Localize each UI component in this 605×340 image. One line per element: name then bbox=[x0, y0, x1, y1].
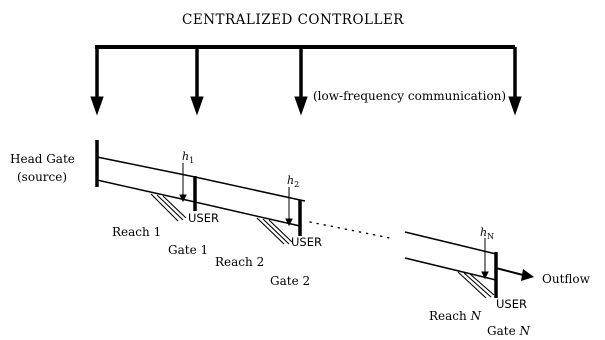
outflow-arrow-line bbox=[495, 267, 524, 276]
outflow-arrow-tip bbox=[521, 269, 534, 281]
offtake-n-b bbox=[463, 272, 492, 298]
offtake-n-c bbox=[469, 273, 495, 296]
reach-n-label: Reach N bbox=[429, 309, 482, 323]
controller-arrow-gate-n-tip bbox=[508, 96, 522, 116]
head-gate-source-label: (source) bbox=[17, 170, 67, 184]
offtake-1-c bbox=[162, 195, 187, 219]
controller-arrow-gate-2-tip bbox=[294, 96, 308, 116]
h1-label: h1 bbox=[182, 150, 194, 165]
communication-note: (low-frequency communication) bbox=[313, 89, 506, 103]
offtake-2-b bbox=[262, 218, 290, 245]
h1-arrow-tip bbox=[179, 194, 187, 203]
reach-n-lower-bank bbox=[404, 257, 497, 281]
reach-n-upper-bank bbox=[404, 231, 497, 255]
reach-2-upper-bank-ext bbox=[299, 199, 306, 202]
reach-1-upper-bank bbox=[96, 156, 196, 178]
gate-n-label: Gate N bbox=[487, 324, 530, 338]
reach-1-label: Reach 1 bbox=[112, 225, 161, 239]
h2-label: h2 bbox=[287, 174, 299, 189]
continuation-dots bbox=[309, 221, 391, 239]
user-label-1: USER bbox=[188, 211, 219, 225]
reach-2-label: Reach 2 bbox=[215, 255, 264, 269]
gate-2-label: Gate 2 bbox=[270, 274, 310, 288]
controller-arrow-head-gate-tip bbox=[90, 96, 104, 116]
controller-arrows bbox=[90, 47, 522, 116]
hn-arrow-tip bbox=[481, 271, 489, 280]
user-label-2: USER bbox=[291, 235, 322, 249]
canal-banks bbox=[96, 156, 497, 281]
gate-1-label: Gate 1 bbox=[168, 243, 208, 257]
h2-arrow-tip bbox=[285, 218, 293, 227]
controller-arrow-gate-1-tip bbox=[190, 96, 204, 116]
outflow-label: Outflow bbox=[542, 272, 591, 286]
gates bbox=[95, 140, 498, 298]
reach-1-lower-bank bbox=[96, 179, 196, 203]
reach-2-lower-bank bbox=[194, 201, 301, 227]
offtake-n-a bbox=[457, 271, 487, 299]
reach-2-upper-bank bbox=[194, 176, 301, 201]
head-gate-label: Head Gate bbox=[10, 152, 75, 166]
offtake-1-a bbox=[150, 193, 179, 222]
offtake-1-b bbox=[156, 194, 184, 221]
user-offtakes bbox=[150, 193, 495, 299]
offtake-2-a bbox=[256, 217, 285, 245]
user-label-n: USER bbox=[496, 297, 527, 311]
hn-label: hN bbox=[480, 226, 494, 241]
level-arrows bbox=[179, 163, 489, 280]
offtake-2-c bbox=[268, 219, 293, 243]
diagram-title: CENTRALIZED CONTROLLER bbox=[182, 12, 404, 28]
